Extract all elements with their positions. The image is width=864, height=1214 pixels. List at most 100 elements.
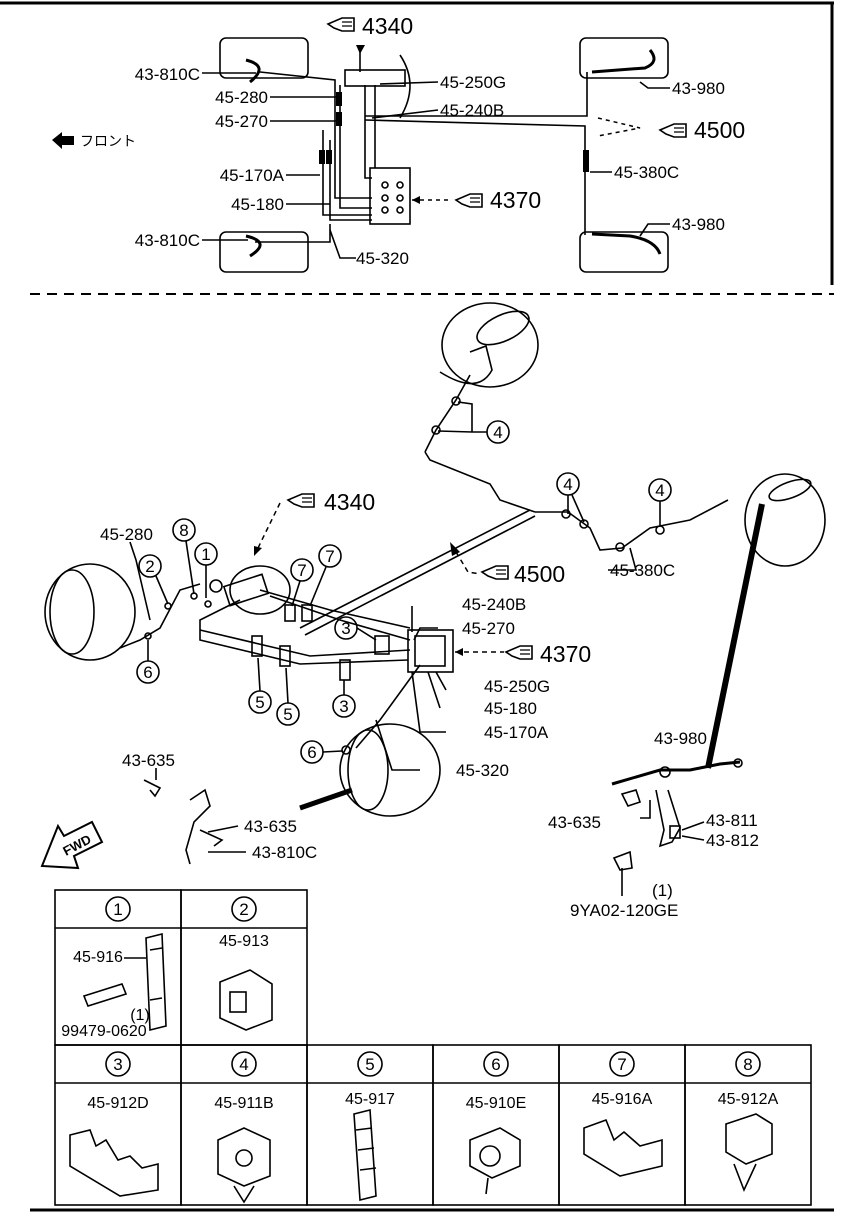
svg-text:5: 5 xyxy=(365,1055,374,1074)
front-arrow-icon xyxy=(52,132,74,149)
ref-4340-main: 4340 xyxy=(324,489,375,515)
svg-text:7: 7 xyxy=(325,547,334,566)
label-45-380c-top: 45-380C xyxy=(614,163,679,182)
svg-text:3: 3 xyxy=(341,619,350,638)
label-45-170a-top: 45-170A xyxy=(220,166,285,185)
label-45-250g-main: 45-250G xyxy=(484,677,550,696)
svg-text:7: 7 xyxy=(617,1055,626,1074)
label-9ya02-120ge: 9YA02-120GE xyxy=(570,901,678,920)
part-45-913: 45-913 xyxy=(219,933,269,950)
label-45-180-top: 45-180 xyxy=(231,195,284,214)
hose-rl-top xyxy=(591,49,656,74)
part-45-912d: 45-912D xyxy=(87,1095,148,1112)
part-45-912a: 45-912A xyxy=(718,1091,779,1108)
label-45-320-top: 45-320 xyxy=(356,249,409,268)
wheel-front-left-top xyxy=(219,37,309,79)
fwd-arrow-icon: FWD xyxy=(40,820,104,870)
part-image-45-911b xyxy=(217,1127,271,1187)
callout-7b: 7 xyxy=(309,544,342,607)
callout-1: 1 xyxy=(194,542,218,598)
wheel-front-left xyxy=(44,563,136,661)
callout-2: 2 xyxy=(138,554,169,605)
callout-3b: 3 xyxy=(332,680,356,718)
label-43-980-detail: 43-980 xyxy=(654,729,707,748)
ref-4340-top: 4340 xyxy=(362,13,413,39)
part-image-45-910e xyxy=(469,1127,521,1179)
table-cell-3: 3 45-912D xyxy=(69,1051,159,1197)
label-45-240b-top: 45-240B xyxy=(440,101,504,120)
svg-text:4: 4 xyxy=(493,423,502,442)
table-cell-7: 7 45-916A xyxy=(583,1051,663,1177)
label-43-810c-main: 43-810C xyxy=(252,843,317,862)
label-43-980-b: 43-980 xyxy=(672,215,725,234)
label-43-635-detail: 43-635 xyxy=(548,813,601,832)
label-45-170a-main: 45-170A xyxy=(484,723,549,742)
svg-text:2: 2 xyxy=(145,557,154,576)
booster-outline-top xyxy=(399,54,411,119)
rear-brake-pipe xyxy=(299,509,531,629)
svg-text:6: 6 xyxy=(307,743,316,762)
table-cell-5: 5 45-917 xyxy=(345,1051,395,1202)
label-45-270-main: 45-270 xyxy=(462,619,515,638)
svg-text:5: 5 xyxy=(283,705,292,724)
label-45-380c-main: 45-380C xyxy=(610,561,675,580)
callout-3a: 3 xyxy=(334,616,377,641)
label-43-635-a: 43-635 xyxy=(122,751,175,770)
label-45-180-main: 45-180 xyxy=(484,699,537,718)
part-image-45-917 xyxy=(353,1108,377,1202)
wheel-front-right-top xyxy=(219,231,309,273)
svg-text:8: 8 xyxy=(179,521,188,540)
svg-text:5: 5 xyxy=(255,693,264,712)
bolt-99479-0620: 99479-0620 xyxy=(61,1023,147,1040)
master-cylinder xyxy=(222,573,270,607)
label-45-270-top: 45-270 xyxy=(215,112,268,131)
callout-5a: 5 xyxy=(248,657,272,714)
svg-text:4: 4 xyxy=(563,475,572,494)
qty-bolt-detail: (1) xyxy=(652,881,673,900)
svg-text:1: 1 xyxy=(201,545,210,564)
part-45-911b: 45-911B xyxy=(214,1095,273,1112)
part-45-916: 45-916 xyxy=(73,949,123,966)
part-image-45-916a xyxy=(583,1118,663,1177)
part-image-45-916 xyxy=(145,932,167,1032)
part-image-45-912d xyxy=(69,1129,159,1197)
hand-pointer-icon xyxy=(481,565,509,580)
arrow-4340-top xyxy=(356,45,365,54)
ref-4370-main: 4370 xyxy=(540,641,591,667)
table-cell-4: 4 45-911B xyxy=(214,1051,274,1204)
parts-table xyxy=(30,889,834,1212)
wheel-rear-left xyxy=(441,302,539,388)
brake-booster xyxy=(229,565,291,615)
svg-text:7: 7 xyxy=(297,561,306,580)
label-45-250g-top: 45-250G xyxy=(440,73,506,92)
svg-text:4: 4 xyxy=(655,481,664,500)
wheel-rear-right-top xyxy=(579,231,669,273)
svg-text:8: 8 xyxy=(743,1055,752,1074)
label-43-810c-b: 43-810C xyxy=(135,231,200,250)
wheel-rear-left-top xyxy=(579,37,669,79)
hydraulic-unit xyxy=(407,629,454,673)
rear-hose-detail xyxy=(611,760,741,786)
ref-4500-top: 4500 xyxy=(694,117,745,143)
callout-4a: 4 xyxy=(437,401,510,444)
svg-text:4: 4 xyxy=(239,1055,248,1074)
clip-43-635-detail xyxy=(620,789,642,807)
part-image-45-912a xyxy=(725,1113,773,1165)
hand-pointer-icon xyxy=(505,645,533,660)
label-43-810c-a: 43-810C xyxy=(135,65,200,84)
rear-brake-pipe-top xyxy=(364,119,586,235)
wheel-rear-right xyxy=(744,473,826,567)
callout-4c: 4 xyxy=(648,478,672,526)
svg-text:3: 3 xyxy=(339,697,348,716)
label-43-811: 43-811 xyxy=(706,811,758,830)
hand-pointer-icon xyxy=(659,123,687,138)
wheel-front-right xyxy=(339,723,441,817)
svg-text:3: 3 xyxy=(113,1055,122,1074)
hand-pointer-icon xyxy=(287,493,315,508)
joint-45-380c-top xyxy=(583,150,589,172)
svg-text:6: 6 xyxy=(143,663,152,682)
ref-4370-top: 4370 xyxy=(490,187,541,213)
leader-to-detail xyxy=(705,503,765,769)
table-cell-1: 1 45-916 99479-0620 (1) xyxy=(61,896,167,1040)
